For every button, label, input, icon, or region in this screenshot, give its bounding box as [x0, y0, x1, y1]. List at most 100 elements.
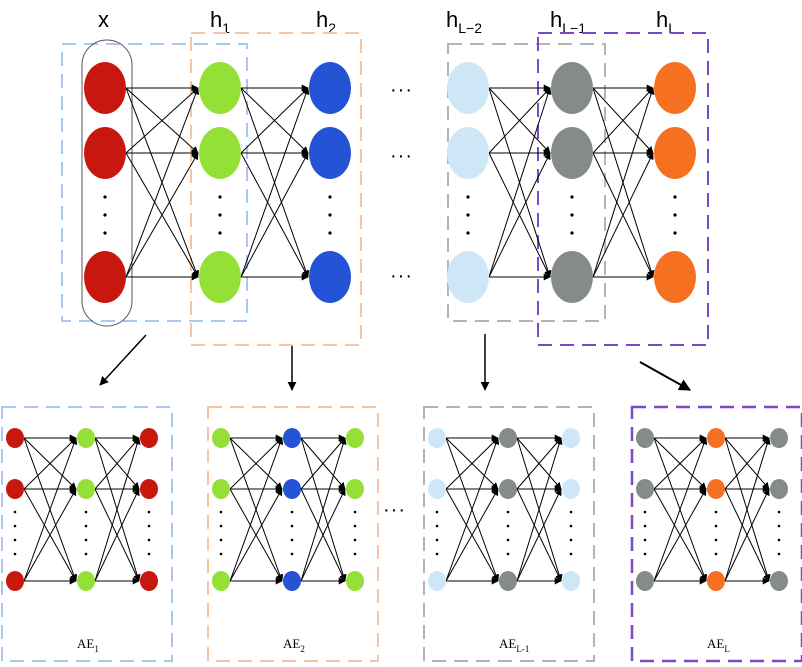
ae-node — [283, 479, 301, 499]
ae-node — [283, 571, 301, 591]
ae-node — [346, 479, 364, 499]
ellipsis-autoencoders: ··· — [383, 499, 406, 521]
ae-connection — [229, 437, 283, 490]
node-hL-2-1 — [447, 62, 489, 114]
ae-dot — [219, 510, 223, 514]
ae-dot — [714, 538, 718, 542]
connection — [592, 152, 654, 278]
node-h1-3 — [199, 251, 241, 303]
ae-connection — [724, 437, 770, 490]
connection — [240, 87, 310, 278]
ae-dot — [777, 510, 781, 514]
ae-node — [770, 571, 788, 591]
autoencoder-3: AEL-1 — [423, 406, 595, 662]
top-ellipses: ··· ··· ··· — [390, 79, 413, 287]
ae-node — [428, 479, 446, 499]
layer-labels: x h1 h2 hL−2 hL−1 hL — [98, 7, 676, 36]
ae-dot — [643, 538, 647, 542]
node-hL-2 — [654, 127, 696, 179]
ae-node — [283, 428, 301, 448]
ae-dot — [219, 524, 223, 528]
ae-dot — [506, 538, 510, 542]
ae-node — [636, 479, 654, 499]
node-hL-1-1 — [551, 62, 593, 114]
ae-dot — [290, 538, 294, 542]
label-h2: h2 — [316, 7, 336, 36]
ae-node — [770, 428, 788, 448]
ae-dot — [147, 524, 151, 528]
top-nodes — [84, 62, 696, 303]
ae-connection — [724, 488, 770, 582]
node-dot — [218, 213, 222, 217]
ae-dot — [13, 552, 17, 556]
ae-dot — [435, 524, 439, 528]
ae-dot — [290, 510, 294, 514]
ae-dot — [777, 524, 781, 528]
node-h2-3 — [309, 251, 351, 303]
ae-dot — [353, 538, 357, 542]
ae-dot — [714, 524, 718, 528]
box-hL-2-hL-1 — [447, 43, 606, 322]
ae-node — [77, 428, 95, 448]
ae-connection — [23, 488, 77, 582]
ae-dot — [643, 524, 647, 528]
ae-connection — [94, 488, 140, 582]
ae-node — [636, 428, 654, 448]
node-hL-1-2 — [551, 127, 593, 179]
ae-label-main: AE — [499, 636, 516, 651]
ae-connection — [653, 437, 707, 490]
ae-node — [140, 571, 158, 591]
autoencoder-2: AE2 — [207, 406, 379, 662]
node-dot — [466, 195, 470, 199]
node-dot — [328, 195, 332, 199]
ae-connection — [300, 488, 346, 582]
node-h1-2 — [199, 127, 241, 179]
ae-connection — [23, 437, 78, 582]
ae-connection — [445, 488, 499, 582]
ae-label-main: AE — [707, 636, 724, 651]
node-dot — [328, 231, 332, 235]
ae-label-sub: L — [724, 644, 730, 654]
ae-label-sub: 1 — [94, 644, 99, 654]
ae-connection — [516, 437, 562, 490]
label-hL-1: hL−1 — [550, 7, 586, 36]
ellipsis-row-2: ··· — [390, 145, 413, 167]
node-dot — [570, 213, 574, 217]
node-dot — [466, 213, 470, 217]
node-hL-2-2 — [447, 127, 489, 179]
ae-connection — [300, 437, 347, 582]
node-dot — [328, 213, 332, 217]
node-dot — [673, 213, 677, 217]
autoencoder-box — [423, 406, 595, 662]
autoencoder-box — [630, 405, 802, 663]
ae-node — [212, 571, 230, 591]
ae-dot — [353, 552, 357, 556]
ae-dot — [714, 510, 718, 514]
node-h1-1 — [199, 62, 241, 114]
ae-node — [346, 428, 364, 448]
ae-node — [770, 479, 788, 499]
ae-dot — [13, 538, 17, 542]
ae-dot — [777, 552, 781, 556]
node-hL-1 — [654, 62, 696, 114]
ellipsis-row-1: ··· — [390, 79, 413, 101]
ae-dot — [435, 510, 439, 514]
ae-dot — [84, 538, 88, 542]
top-grouping-boxes — [61, 32, 709, 346]
arrow-to-ae-l — [639, 361, 692, 391]
ae-dot — [643, 552, 647, 556]
node-dot — [218, 231, 222, 235]
ae-dot — [353, 524, 357, 528]
ae-dot — [84, 552, 88, 556]
label-x: x — [98, 7, 109, 32]
ae-connection — [94, 437, 140, 490]
connection — [488, 87, 551, 154]
ae-node — [562, 571, 580, 591]
ae-dot — [643, 510, 647, 514]
node-x-3 — [84, 251, 126, 303]
connection — [488, 87, 552, 278]
label-hL-2: hL−2 — [446, 7, 482, 36]
box-x-h1 — [61, 43, 248, 322]
ae-connection — [445, 437, 499, 490]
